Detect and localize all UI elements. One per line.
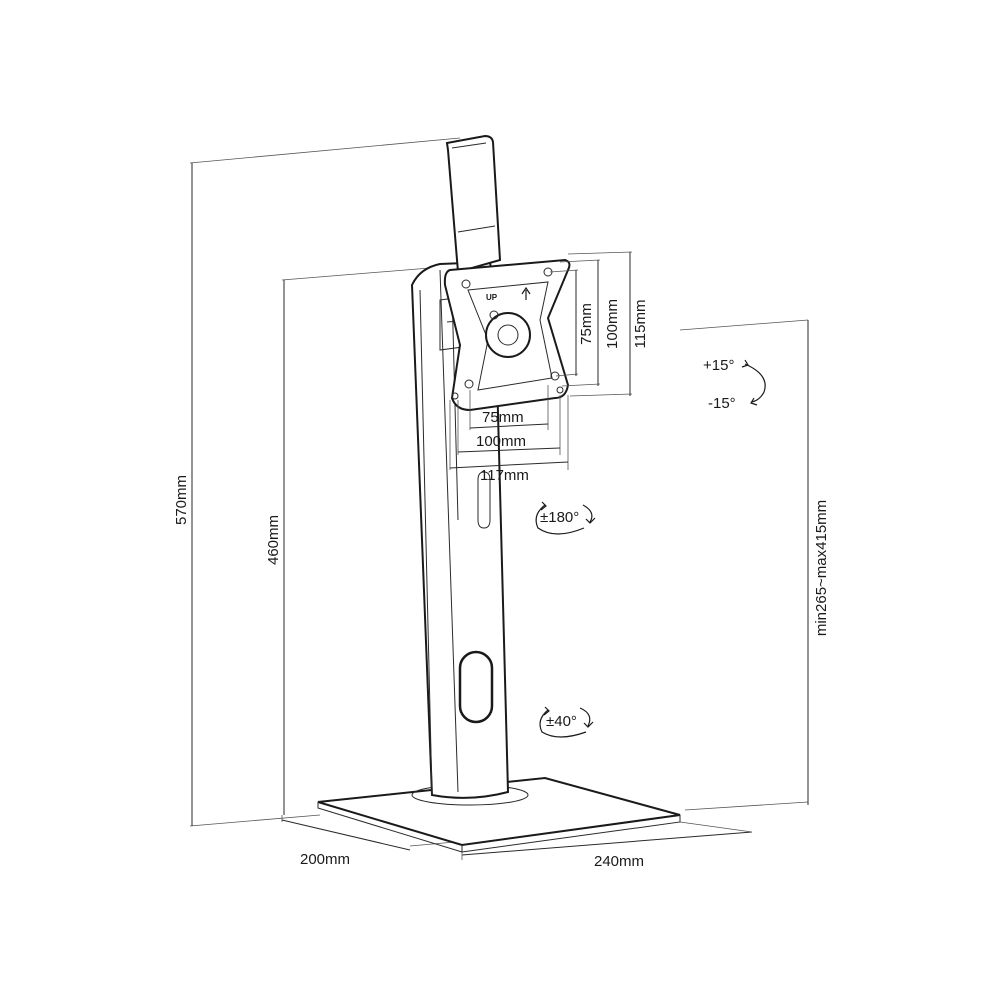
swivel-label: ±40° [546,713,577,730]
tilt-indicator: +15° -15° [703,357,766,412]
vesa-v-75-label: 75mm [578,303,595,345]
vesa-h-117-label: 117mm [480,467,529,484]
vesa-h-100-label: 100mm [476,433,526,450]
vesa-v-115-label: 115mm [632,300,649,349]
vesa-v-100-label: 100mm [604,299,621,349]
up-arrow-icon [521,286,531,300]
pole-height-dimension [281,267,431,815]
swivel-indicator: ±40° [539,706,594,738]
total-height-label: 570mm [173,475,190,525]
vesa-plate: UP [443,258,571,412]
base-depth-label: 200mm [300,851,350,868]
vesa-horizontal-dimensions [449,385,569,470]
rotate-label: ±180° [540,509,579,526]
rotate-arrow-icon [535,504,585,535]
center-mount-disc [485,312,531,358]
tilt-down-label: -15° [708,395,736,412]
pole-height-label: 460mm [265,515,282,565]
adjust-range-label: min265~max415mm [813,500,830,636]
up-label: UP [486,293,498,302]
base-depth-dimension [281,815,456,851]
total-height-dimension [189,137,461,827]
base-width-label: 240mm [594,853,644,870]
tilt-up-label: +15° [703,357,734,374]
tilt-arrow-icon [744,363,766,403]
vesa-vertical-dimensions [549,251,633,397]
vesa-h-75-label: 75mm [482,409,524,426]
rotate-indicator: ±180° [535,501,596,535]
swivel-arrow-icon [539,709,587,738]
tilt-arm [439,134,502,351]
adjust-range-dimension [679,319,809,811]
